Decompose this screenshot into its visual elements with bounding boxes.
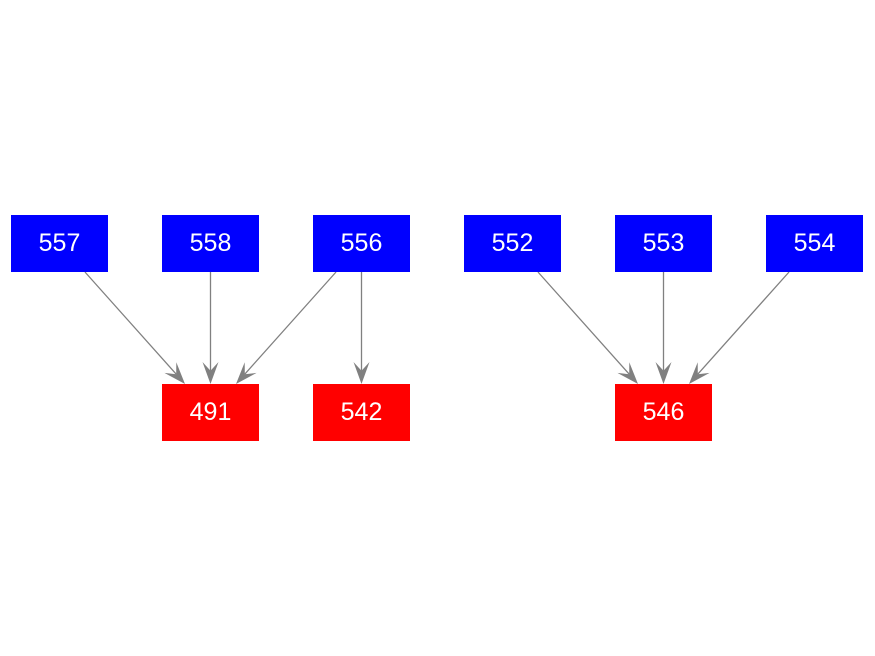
- node-552: 552: [464, 215, 561, 272]
- node-558-label: 558: [189, 229, 232, 257]
- node-553-label: 553: [642, 229, 685, 257]
- node-542-label: 542: [340, 398, 383, 426]
- arrowhead-553-546: [655, 362, 672, 384]
- edge-557-491: [84, 271, 177, 375]
- arrowhead-552-546: [617, 362, 638, 384]
- node-557-label: 557: [38, 229, 81, 257]
- arrowhead-554-546: [689, 362, 710, 384]
- node-554-label: 554: [793, 229, 836, 257]
- node-546-label: 546: [642, 398, 685, 426]
- edge-556-491: [244, 271, 337, 375]
- arrowhead-556-542: [353, 362, 370, 384]
- node-491-label: 491: [189, 398, 232, 426]
- node-553: 553: [615, 215, 712, 272]
- node-542: 542: [313, 384, 410, 441]
- node-558: 558: [162, 215, 259, 272]
- arrowhead-557-491: [164, 362, 185, 384]
- arrowhead-556-491: [236, 362, 257, 384]
- node-552-label: 552: [491, 229, 534, 257]
- node-554: 554: [766, 215, 863, 272]
- node-557: 557: [11, 215, 108, 272]
- node-556-label: 556: [340, 229, 383, 257]
- edge-554-546: [697, 271, 790, 375]
- node-546: 546: [615, 384, 712, 441]
- arrowhead-558-491: [202, 362, 219, 384]
- edge-552-546: [537, 271, 630, 375]
- node-556: 556: [313, 215, 410, 272]
- node-491: 491: [162, 384, 259, 441]
